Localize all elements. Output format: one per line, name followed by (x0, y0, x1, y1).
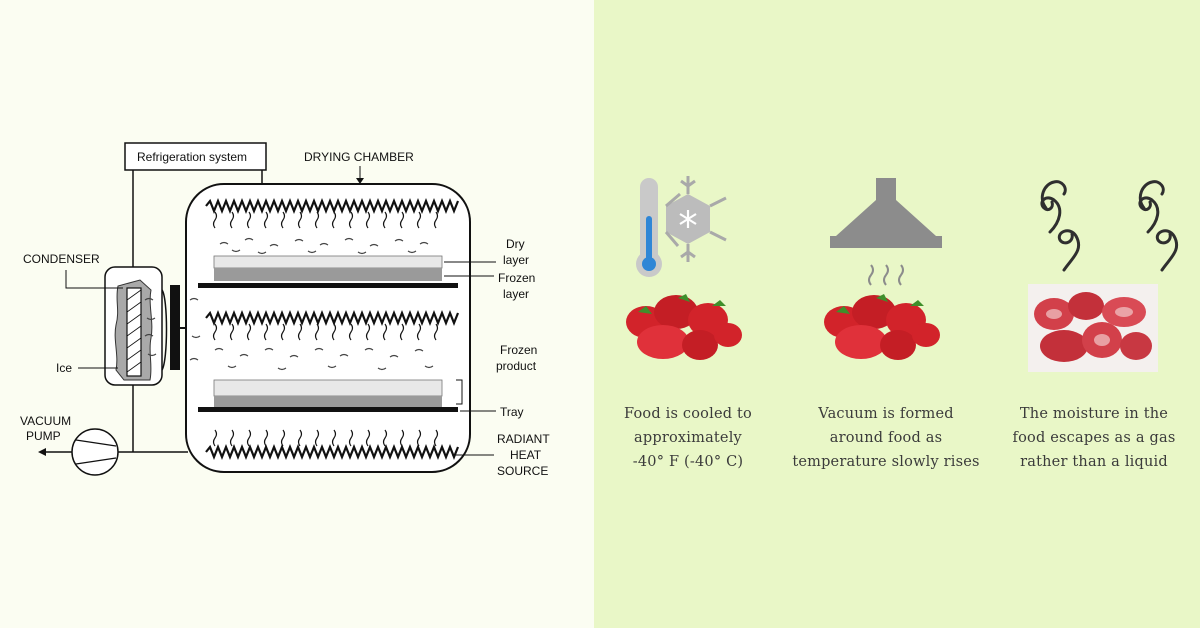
frozen-layer-upper (214, 268, 442, 281)
caption-line: -40° F (-40° C) (632, 454, 744, 470)
strawberries-image (626, 294, 742, 360)
frozen-product-label-2: product (496, 359, 537, 373)
step-3: The moisture in the food escapes as a ga… (994, 170, 1194, 474)
drying-chamber (185, 183, 471, 473)
tray-label: Tray (500, 405, 524, 419)
vacuum-hood-icon (830, 178, 942, 286)
caption-line: approximately (634, 430, 742, 446)
strawberries-image (824, 294, 940, 360)
dry-layer-upper (213, 255, 443, 269)
caption-line: around food as (829, 430, 943, 446)
ice-label: Ice (56, 361, 72, 375)
freeze-dryer-diagram: Refrigeration system DRYING CHAMBER COND… (20, 142, 550, 478)
caption-line: Vacuum is formed (818, 406, 954, 422)
tray-upper (198, 283, 458, 288)
caption-line: The moisture in the (1019, 406, 1169, 422)
radiant-label-1: RADIANT (497, 432, 550, 446)
dry-layer-label-1: Dry (506, 237, 525, 251)
dry-layer-lower (213, 379, 443, 397)
tray-lower (198, 407, 458, 412)
vacuum-label-1: VACUUM (20, 414, 71, 428)
caption-line: food escapes as a gas (1012, 430, 1176, 446)
radiant-label-2: HEAT (510, 448, 542, 462)
vacuum-pump (71, 428, 119, 476)
heater-coil-top (205, 198, 460, 214)
refrigeration-box (124, 142, 267, 171)
drying-chamber-label: DRYING CHAMBER (304, 150, 414, 164)
heater-coil-middle (205, 310, 460, 326)
caption-line: rather than a liquid (1020, 454, 1168, 470)
frozen-layer-lower (214, 396, 442, 407)
steam-swirls-icon (1040, 180, 1179, 272)
frozen-product-label-1: Frozen (500, 343, 537, 357)
caption-line: Food is cooled to (624, 406, 752, 422)
step-1: Food is cooled to approximately -40° F (… (588, 170, 788, 474)
refrigeration-label: Refrigeration system (137, 150, 247, 164)
radiant-label-3: SOURCE (497, 464, 548, 478)
heater-coil-bottom (205, 444, 460, 460)
condenser-label: CONDENSER (23, 252, 100, 266)
caption-line: temperature slowly rises (792, 454, 980, 470)
thermometer-snowflake-icon (636, 176, 727, 277)
frozen-layer-label-2: layer (503, 287, 529, 301)
vacuum-label-2: PUMP (26, 429, 61, 443)
dry-layer-label-2: layer (503, 253, 529, 267)
frozen-layer-label-1: Frozen (498, 271, 535, 285)
diagram-panel: Refrigeration system DRYING CHAMBER COND… (0, 0, 594, 628)
dried-strawberries-image (1028, 284, 1158, 372)
step-2: Vacuum is formed around food as temperat… (786, 170, 986, 474)
